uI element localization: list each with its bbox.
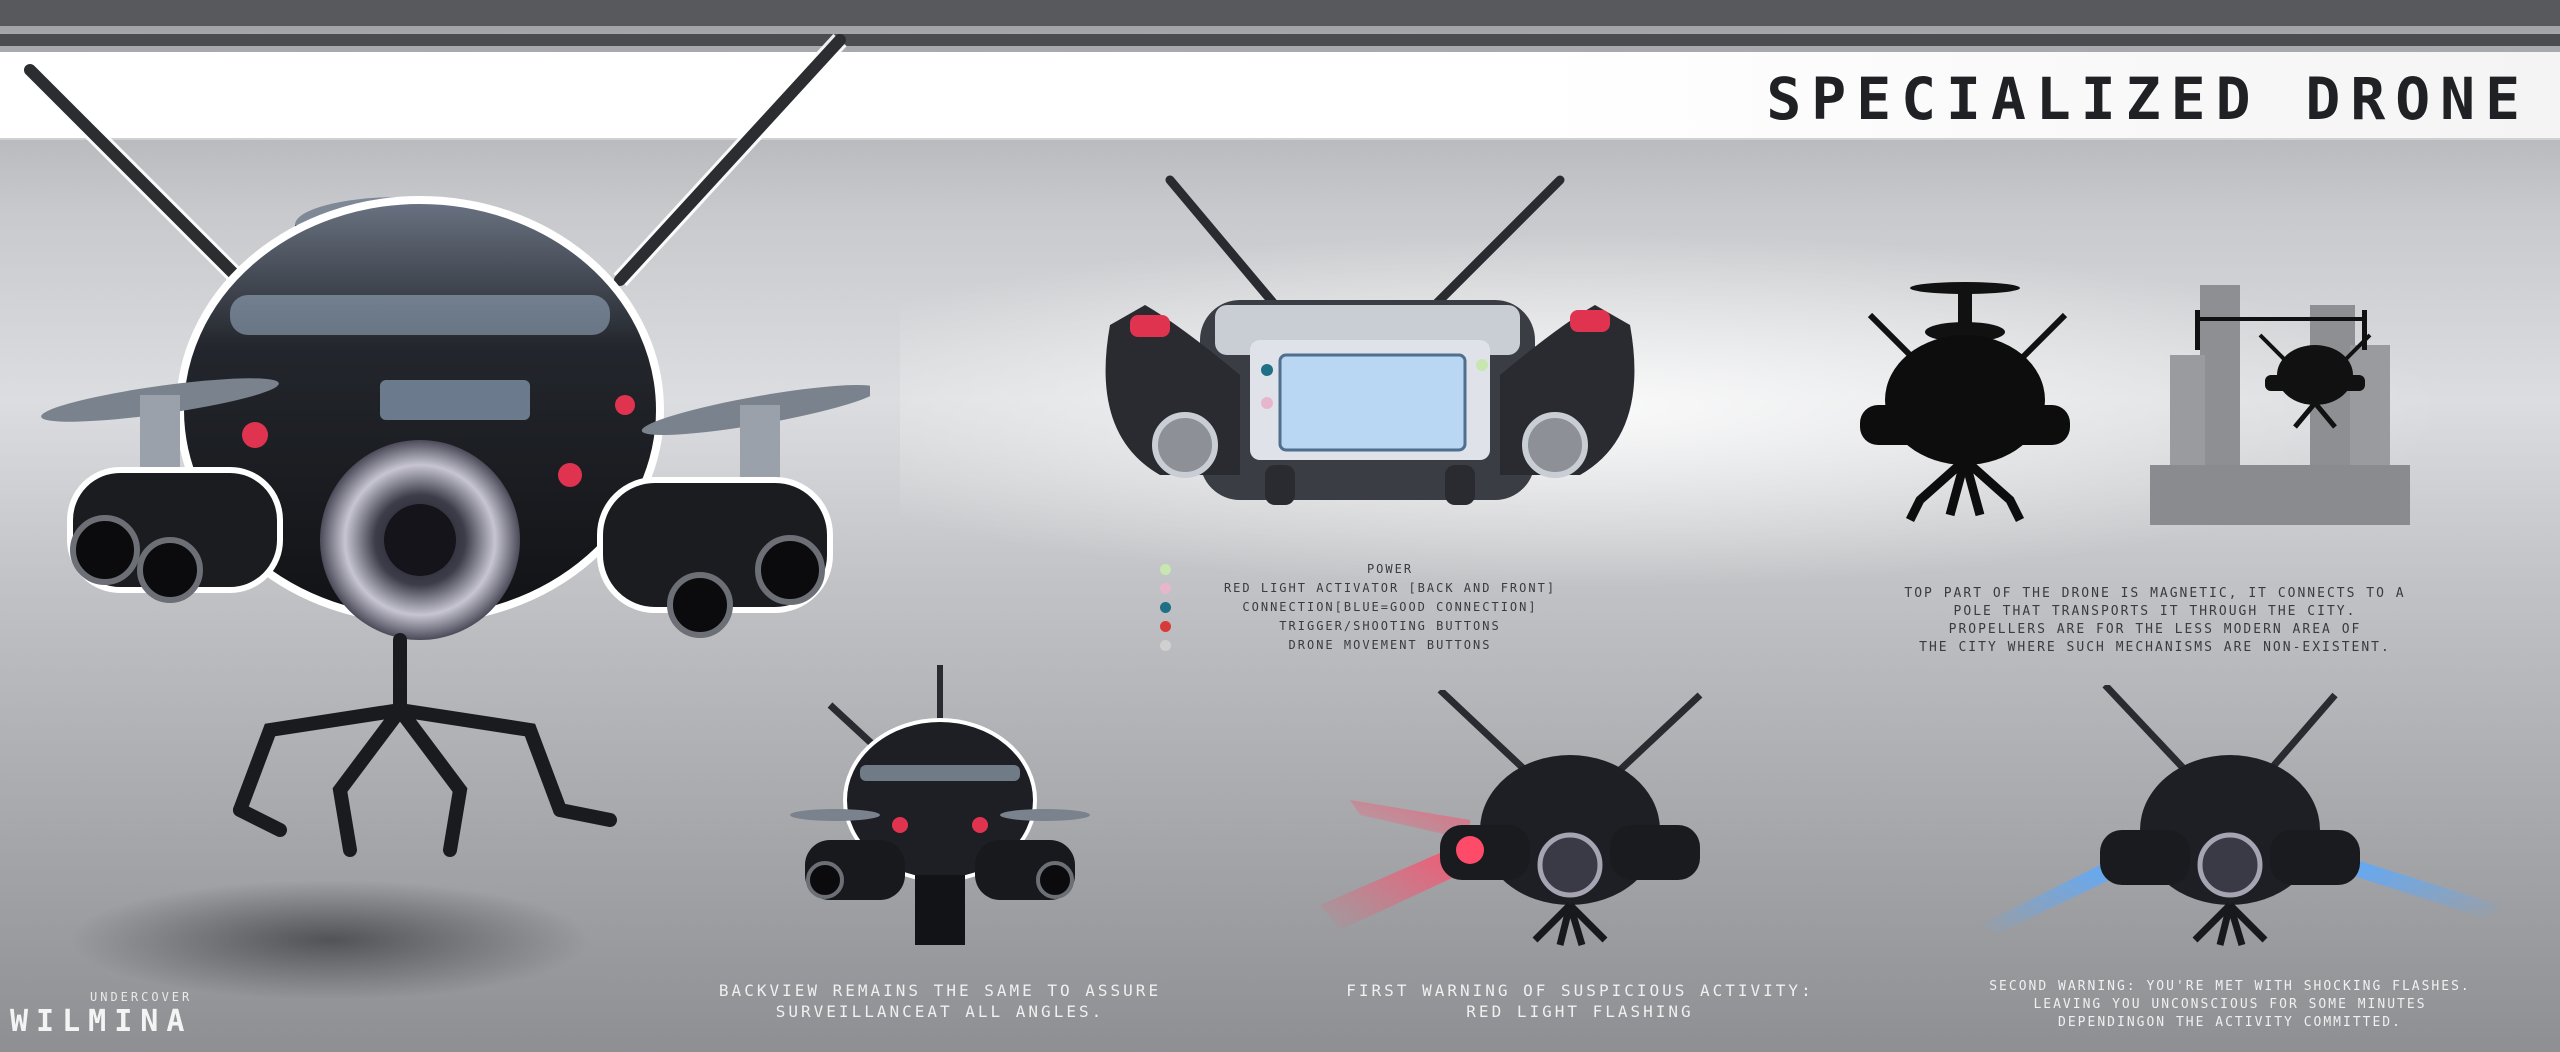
drone-silhouette [1860,282,2070,523]
ground-shadow [70,880,590,1000]
first-warning-drone-illustration [1320,690,1703,947]
main-drone-illustration [23,33,870,1000]
legend-item-trigger: Trigger/shooting buttons [1160,617,1580,636]
joystick-left [1152,412,1218,478]
magnetic-note-line: the city where such mechanisms are non-e… [1919,640,2391,655]
city-pole-illustration [2150,285,2410,525]
legend-item-red-light: Red light activator [back and front] [1160,579,1580,598]
legend-swatch [1160,564,1171,575]
legend-swatch [1160,602,1171,613]
legend-label: Red light activator [back and front] [1223,581,1557,595]
controller-legend: Power Red light activator [back and fron… [1160,560,1580,655]
logo-wordmark: WILMINA [10,1004,193,1039]
controller-antenna-right [1430,175,1565,310]
legend-item-power: Power [1160,560,1580,579]
red-light-left [242,422,268,448]
top-stripe [0,0,2560,26]
backview-caption: Backview remains the same to assure surv… [640,980,1240,1022]
caption-line: surveillanceat all angles. [775,1002,1105,1021]
caption-line: dependingon the activity committed. [2058,1015,2402,1030]
caption-line: First warning of suspicious activity: [1346,981,1814,1000]
caption-line: Second warning: you're met with shocking… [1989,979,2471,994]
magnetic-note-line: Propellers are for the less modern area … [1948,622,2362,637]
controller-screen [1278,353,1467,452]
legend-item-connection: Connection[blue=good connection] [1160,598,1580,617]
second-warning-caption: Second warning: you're met with shocking… [1920,978,2540,1032]
antenna-right [614,34,846,286]
magnetic-note: Top part of the drone is magnetic, it co… [1880,585,2430,657]
title-banner [0,52,2560,140]
legend-swatch [1160,583,1171,594]
remote-controller-illustration [1105,175,1635,505]
red-light-right [558,463,582,487]
magnetic-note-line: pole that transports it through the city… [1953,604,2357,619]
legend-label: Drone movement buttons [1288,638,1492,652]
caption-line: Backview remains the same to assure [718,981,1162,1000]
antenna-left [24,64,256,296]
backview-drone-illustration [790,665,1090,945]
logo-subtitle: Undercover [90,990,193,1004]
page-title: Specialized Drone [1766,65,2530,133]
legend-swatch [1160,640,1171,651]
second-warning-drone-illustration [1980,685,2500,947]
legend-label: Connection[blue=good connection] [1242,600,1538,614]
controller-antenna-left [1165,175,1280,310]
legend-swatch [1160,621,1171,632]
top-stripe-secondary [0,34,2560,46]
caption-line: leaving you unconscious for some minutes [2033,997,2427,1012]
first-warning-caption: First warning of suspicious activity: re… [1280,980,1880,1022]
legend-label: Power [1366,562,1414,576]
joystick-right [1522,412,1588,478]
legend-label: Trigger/shooting buttons [1279,619,1501,633]
caption-line: red light flashing [1466,1002,1694,1021]
magnetic-note-line: Top part of the drone is magnetic, it co… [1904,586,2406,601]
legend-item-movement: Drone movement buttons [1160,636,1580,655]
